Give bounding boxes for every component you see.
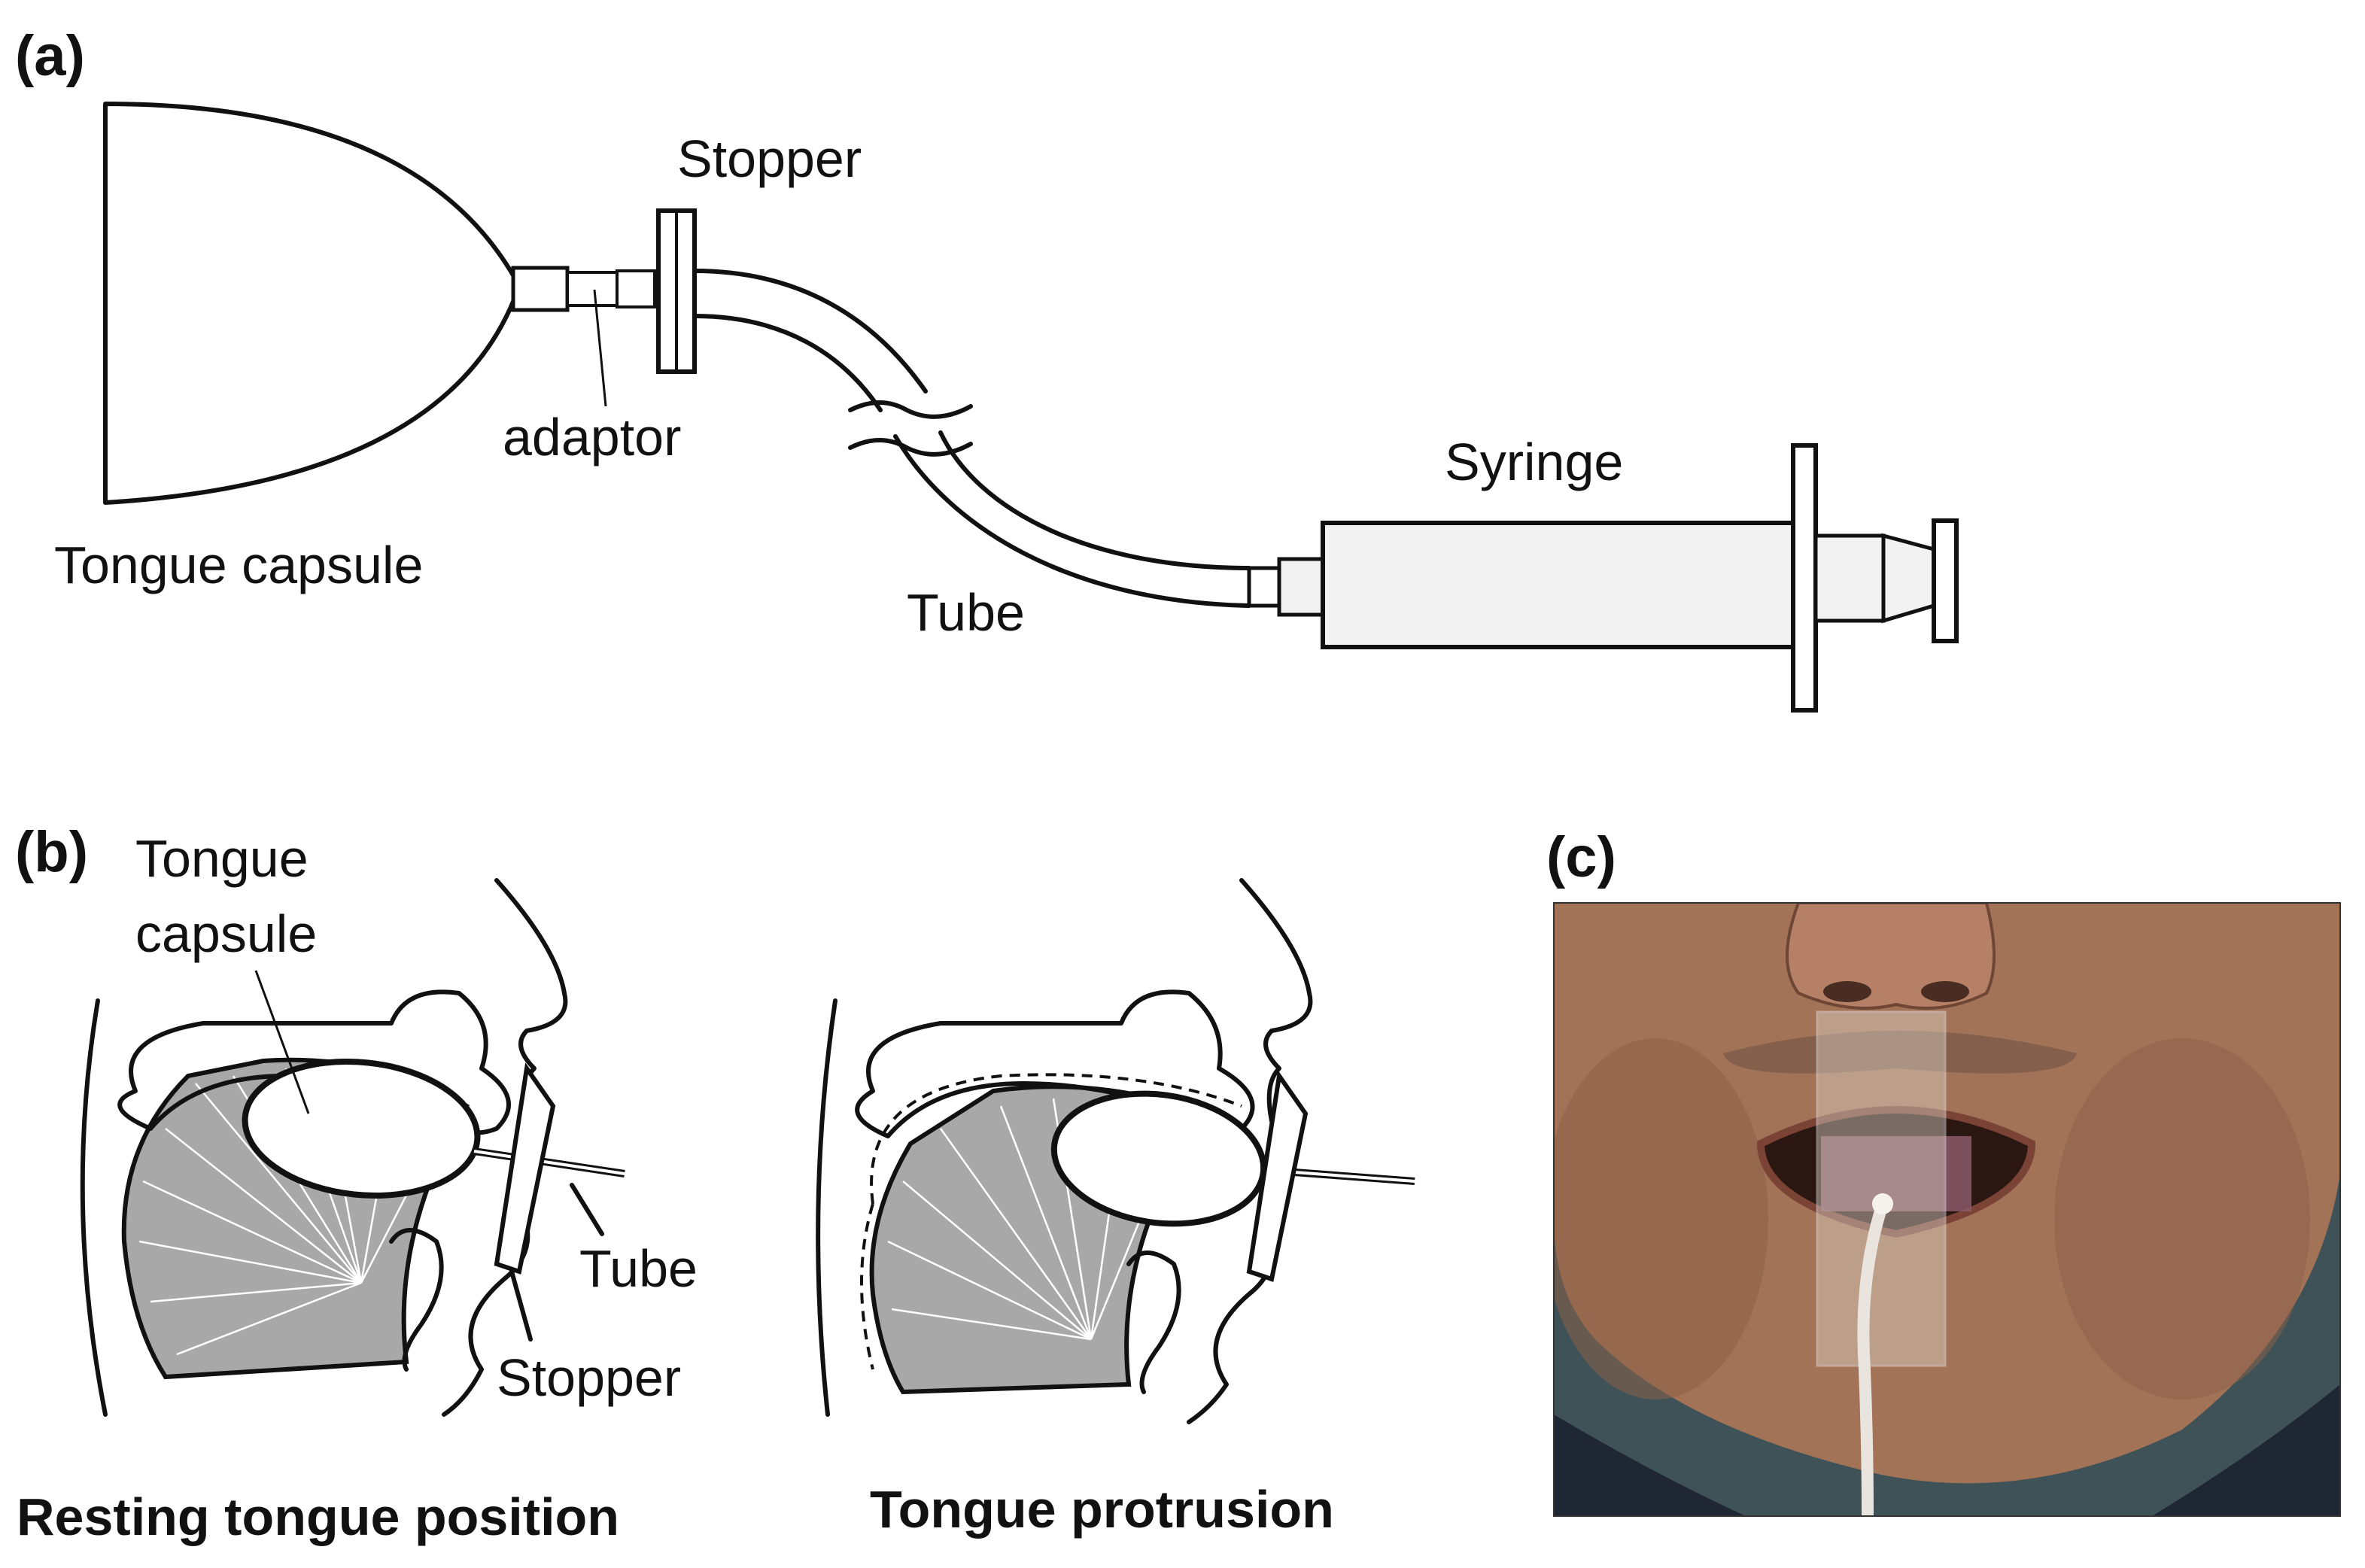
syringe-tip: [1277, 557, 1325, 617]
back-of-head-line: [80, 998, 108, 1417]
tongue-inside-mouth: [1821, 1136, 1971, 1211]
tube-connector-dot: [1872, 1193, 1893, 1214]
jaw-lower-2: [1126, 1250, 1181, 1394]
stopper-label-b: Stopper: [497, 1348, 681, 1407]
adaptor: [566, 271, 619, 307]
panel-a: (a) Stopper adaptor Tongue capsule Syrin…: [15, 24, 1959, 713]
syringe-thumb-rest: [1932, 518, 1959, 643]
syringe-barrel: [1321, 521, 1795, 649]
caption-resting: Resting tongue position: [17, 1487, 619, 1546]
syringe-tip-small: [1247, 566, 1281, 608]
photo-frame: [1553, 902, 2341, 1517]
panel-c-label: (c): [1546, 825, 1616, 889]
tube-lower: [893, 430, 1251, 608]
tongue-capsule-label: Tongue capsule: [54, 536, 423, 594]
cheek-shadow-left: [1554, 1038, 1768, 1399]
adaptor-inner: [616, 269, 656, 308]
nostril-left: [1823, 981, 1871, 1002]
tube-upper: [692, 269, 928, 412]
cheek-shadow-right: [2054, 1038, 2310, 1399]
resting-tongue-illustration: [80, 878, 625, 1417]
adaptor-pointer: [593, 289, 607, 407]
stopper-label: Stopper: [677, 129, 862, 188]
photo-subject-with-capsule: [1553, 902, 2341, 1517]
tongue-capsule-label-line2: capsule: [135, 904, 317, 963]
tube-label: Tube: [907, 583, 1025, 642]
upper-lip-nose-2: [1239, 878, 1313, 1123]
photo-tube: [1857, 1202, 1889, 1516]
tube-label-b: Tube: [579, 1239, 698, 1298]
panel-c: (c): [1546, 825, 2341, 1517]
tongue-capsule-pointer: [254, 970, 310, 1114]
protrusion-tongue-illustration: [816, 878, 1415, 1424]
clear-tape: [1816, 1010, 1947, 1367]
mustache-stubble: [1723, 1031, 2077, 1074]
syringe-flange: [1791, 443, 1818, 713]
panel-a-label: (a): [15, 24, 85, 88]
nostril-right: [1921, 981, 1969, 1002]
stopper-protruded: [1246, 1070, 1309, 1282]
capsule-connector: [511, 266, 570, 312]
tube-line-pointer: [570, 1183, 604, 1236]
back-of-head-line-2: [816, 998, 837, 1417]
tongue-capsule-shape: [103, 102, 521, 505]
muscle-fibers-2: [887, 1098, 1160, 1341]
tongue-capsule-label-line1: Tongue: [135, 829, 309, 888]
tube-break-mark: [848, 400, 973, 457]
stopper-line-pointer: [509, 1269, 533, 1342]
stopper-in-mouth: [494, 1062, 556, 1275]
tongue-capsule-in-mouth: [242, 1058, 481, 1199]
palate: [117, 989, 511, 1135]
adaptor-label: adaptor: [503, 408, 681, 466]
caption-protrusion: Tongue protrusion: [870, 1480, 1334, 1539]
syringe-plunger: [1813, 533, 1886, 623]
shirt: [1554, 1384, 2340, 1516]
jaw-lower: [389, 1228, 444, 1372]
panel-b: (b): [15, 820, 1415, 1546]
resting-outline-dashed: [860, 1073, 1242, 1370]
syringe-plunger-taper: [1881, 533, 1936, 624]
syringe-label: Syringe: [1445, 433, 1623, 491]
tube-in-mouth-inner: [473, 1150, 625, 1175]
panel-b-label: (b): [15, 820, 88, 884]
